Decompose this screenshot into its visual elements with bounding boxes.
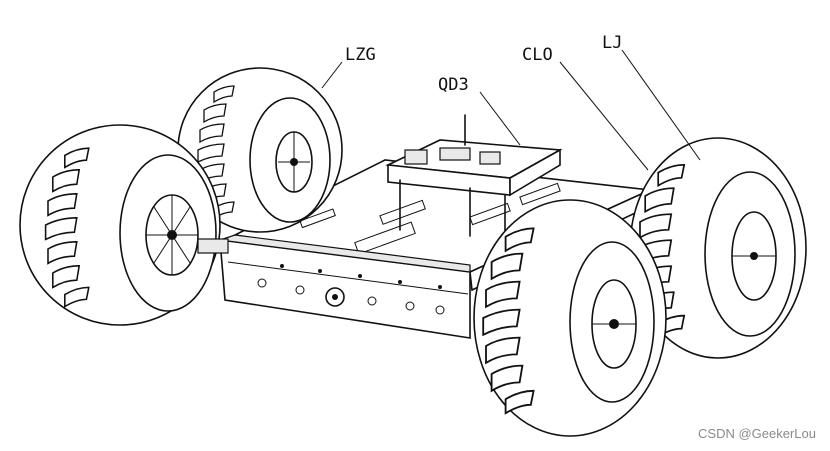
controller-board — [385, 114, 563, 241]
callout-qd3: QD3 — [438, 75, 521, 146]
label-clo: CLO — [522, 45, 553, 65]
label-qd3: QD3 — [438, 75, 469, 95]
label-lj: LJ — [602, 33, 622, 53]
wheel-front-left — [19, 124, 229, 326]
callout-lj: LJ — [602, 33, 701, 161]
wheel-back-right — [629, 137, 807, 359]
callout-lzg: LZG — [321, 45, 376, 89]
chassis-front-box — [219, 234, 471, 339]
label-lzg: LZG — [345, 45, 376, 65]
watermark: CSDN @GeekerLou — [698, 426, 816, 441]
wheel-back-left — [177, 67, 343, 233]
callout-clo: CLO — [522, 45, 649, 171]
wheel-front-right — [473, 199, 667, 437]
